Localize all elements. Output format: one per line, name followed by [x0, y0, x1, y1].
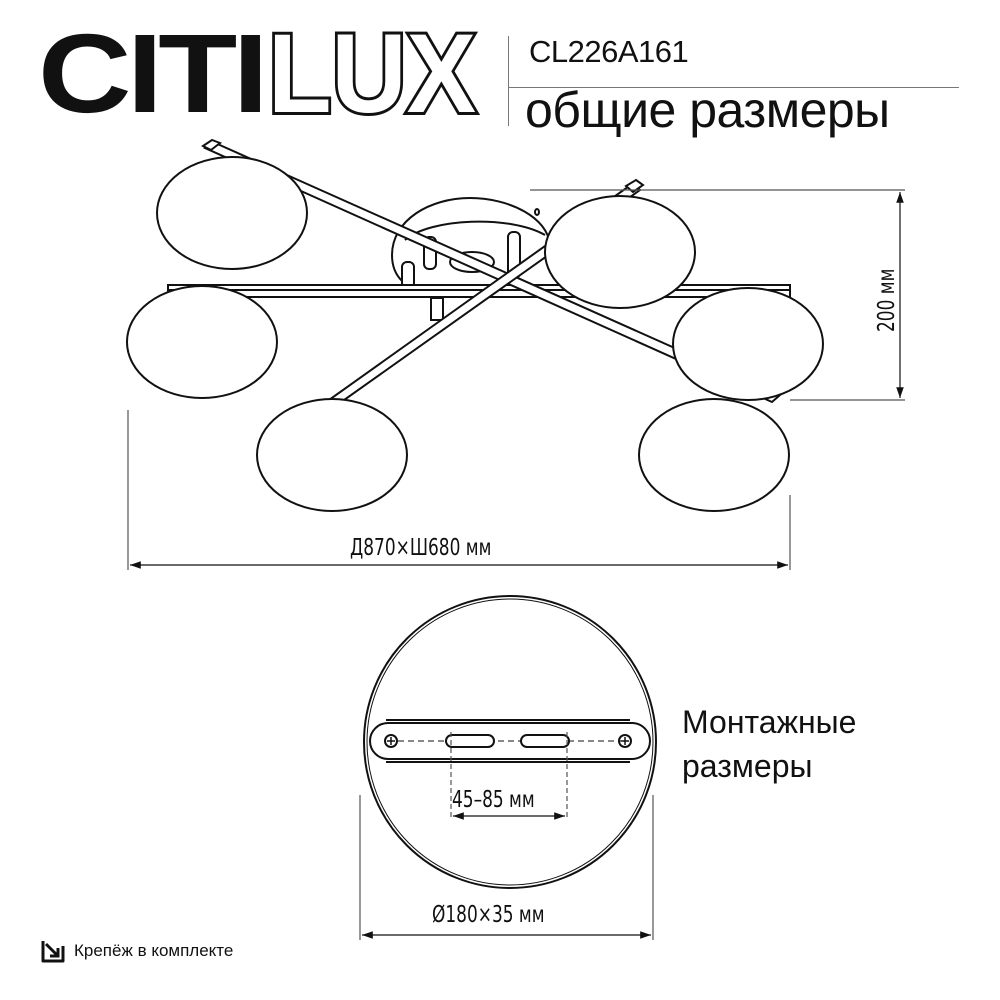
mounting-dimension-lines: [359, 732, 654, 940]
height-dimension-label: 200 мм: [874, 268, 900, 332]
slot-right: [520, 734, 570, 748]
hardware-included-text: Крепёж в комплекте: [74, 941, 234, 960]
mounting-label: Монтажные размеры: [682, 700, 856, 788]
base-dimension-label: Ø180×35 мм: [432, 902, 545, 928]
slot-left: [445, 734, 495, 748]
mounting-label-line1: Монтажные: [682, 704, 857, 740]
shade-mid-left: [126, 285, 278, 399]
shade-top-right: [544, 195, 696, 309]
header-block: CL226A161 общие размеры: [508, 34, 964, 138]
mounting-bracket: [369, 719, 651, 763]
logo-solid-text: CITI: [38, 24, 264, 124]
slot-spacing-label: 45–85 мм: [452, 787, 535, 813]
shade-bottom-left: [256, 398, 408, 512]
page-title: общие размеры: [525, 82, 890, 138]
shade-top-left: [156, 156, 308, 270]
logo-outline-text: LUX: [268, 24, 476, 124]
overall-dimension-label: Д870×Ш680 мм: [350, 535, 492, 561]
chandelier-drawing: [126, 138, 824, 512]
base-circle: [363, 595, 657, 889]
overall-dimension-lines: [127, 189, 905, 570]
shade-bottom-right: [638, 398, 790, 512]
mounting-label-line2: размеры: [682, 748, 813, 784]
screw-hole-right: [618, 734, 632, 748]
citilux-logo: CITI LUX: [38, 24, 479, 124]
footer-note: Крепёж в комплекте: [40, 938, 233, 964]
arrow-into-box-icon: [41, 941, 65, 963]
header-divider: [509, 87, 959, 88]
mounting-base-drawing: [363, 595, 657, 889]
shade-mid-right: [672, 287, 824, 401]
model-number: CL226A161: [529, 34, 689, 69]
screw-hole-left: [384, 734, 398, 748]
